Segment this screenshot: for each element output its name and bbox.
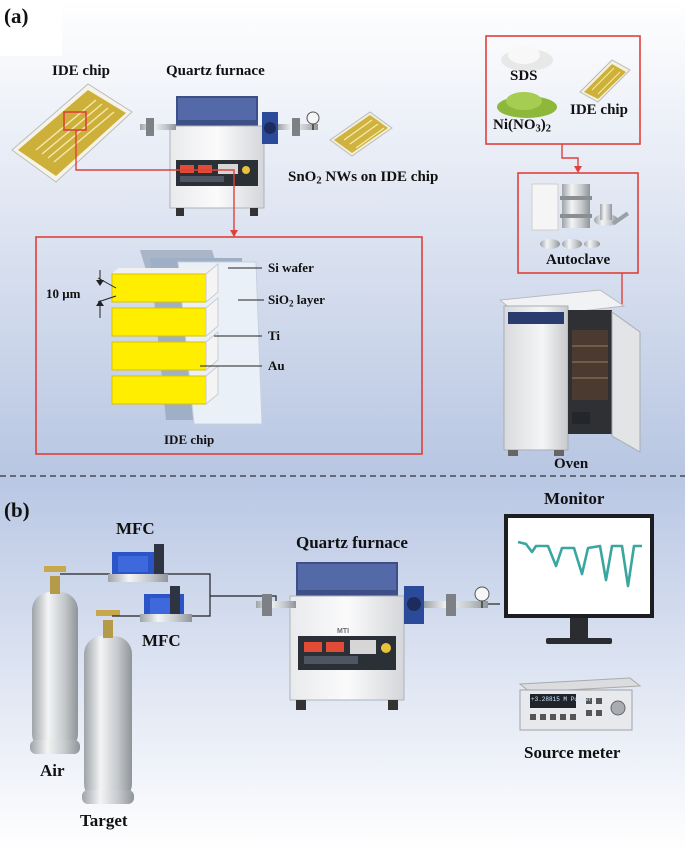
mass-flow-controller-icon-2 xyxy=(140,586,192,622)
label-autoclave: Autoclave xyxy=(546,252,611,268)
source-meter-icon xyxy=(518,677,642,731)
gas-cylinder-icon-air xyxy=(30,566,80,754)
label-monitor: Monitor xyxy=(544,489,605,508)
label-air: Air xyxy=(40,761,65,780)
autoclave-icon xyxy=(531,183,630,249)
label-au: Au xyxy=(268,358,285,373)
label-ti: Ti xyxy=(268,328,281,343)
label-quartz-furnace-a: Quartz furnace xyxy=(166,63,265,79)
ide-chip-icon xyxy=(11,83,133,183)
gas-cylinder-icon-target xyxy=(82,610,134,804)
label-gap-10um: 10 μm xyxy=(46,286,81,301)
meter-readout: +3.28815 M Pulser xyxy=(531,696,593,703)
powder-pile-icon-sds xyxy=(501,46,553,71)
label-source-meter: Source meter xyxy=(524,743,621,762)
label-mfc-bottom: MFC xyxy=(142,631,181,650)
label-sno2-nws: SnO2 NWs on IDE chip xyxy=(288,169,439,187)
monitor-icon xyxy=(504,514,654,644)
label-mfc-top: MFC xyxy=(116,519,155,538)
label-ni-nitrate: Ni(NO3)2 xyxy=(493,117,551,135)
mass-flow-controller-icon-1 xyxy=(108,544,168,582)
oven-icon xyxy=(498,289,641,456)
label-ide-chip-right: IDE chip xyxy=(570,102,628,118)
furnace-brand-text: MTI xyxy=(337,628,350,635)
label-oven: Oven xyxy=(554,456,589,472)
tube-furnace-icon-a xyxy=(140,96,320,216)
powder-pile-icon-nitrate xyxy=(497,92,557,118)
electrode-fingers xyxy=(111,262,219,406)
label-sds: SDS xyxy=(510,68,538,84)
label-target: Target xyxy=(80,811,128,830)
label-sio2-layer: SiO2 layer xyxy=(268,292,325,309)
panel-label-a: (a) xyxy=(4,4,29,28)
precursor-box xyxy=(485,35,641,145)
ide-chip-icon-small xyxy=(579,59,631,103)
tube-furnace-icon-b xyxy=(256,562,490,710)
sno2-chip-icon xyxy=(329,111,393,157)
label-ide-chip-detail: IDE chip xyxy=(164,432,215,447)
ide-chip-cross-section xyxy=(96,250,264,425)
label-quartz-furnace-b: Quartz furnace xyxy=(296,533,408,552)
label-si-wafer: Si wafer xyxy=(268,260,314,275)
label-ide-chip-top: IDE chip xyxy=(52,63,110,79)
autoclave-box xyxy=(517,172,639,274)
ide-chip-detail-box xyxy=(35,236,423,455)
response-curve xyxy=(517,540,642,588)
panel-label-b: (b) xyxy=(4,498,30,522)
